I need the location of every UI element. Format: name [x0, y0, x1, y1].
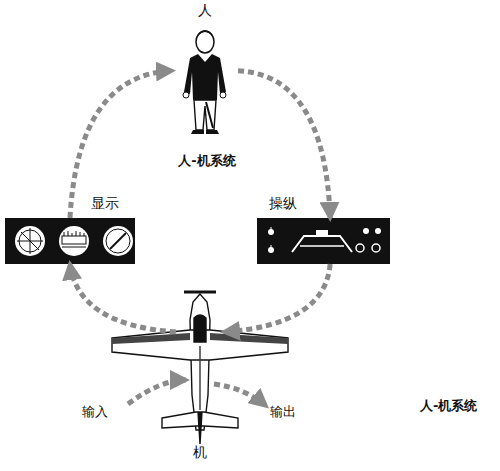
diagram-label: 输出: [270, 404, 296, 420]
node-heading: 机: [193, 444, 207, 461]
flow-connector: [224, 264, 330, 332]
node-heading: 显示: [91, 195, 119, 212]
control-node: 操纵: [257, 218, 390, 264]
node-heading: 人: [198, 2, 212, 19]
airplane-node: 机: [176, 290, 224, 440]
io-arrows: [128, 380, 266, 406]
display-panel: [5, 218, 135, 264]
airplane: [112, 292, 288, 444]
display-node: 显示: [5, 218, 135, 264]
control-panel: [257, 218, 390, 264]
person-node: 人: [172, 26, 238, 138]
flow-connector: [70, 71, 172, 218]
flow-connector: [70, 264, 176, 332]
diagram-label: 人-机系统: [178, 153, 235, 169]
node-heading: 操纵: [269, 195, 297, 212]
diagram-label: 输入: [82, 404, 108, 420]
diagram-label: 人-机系统: [420, 398, 477, 414]
person-figure: [183, 30, 226, 134]
flow-connector: [238, 71, 330, 218]
